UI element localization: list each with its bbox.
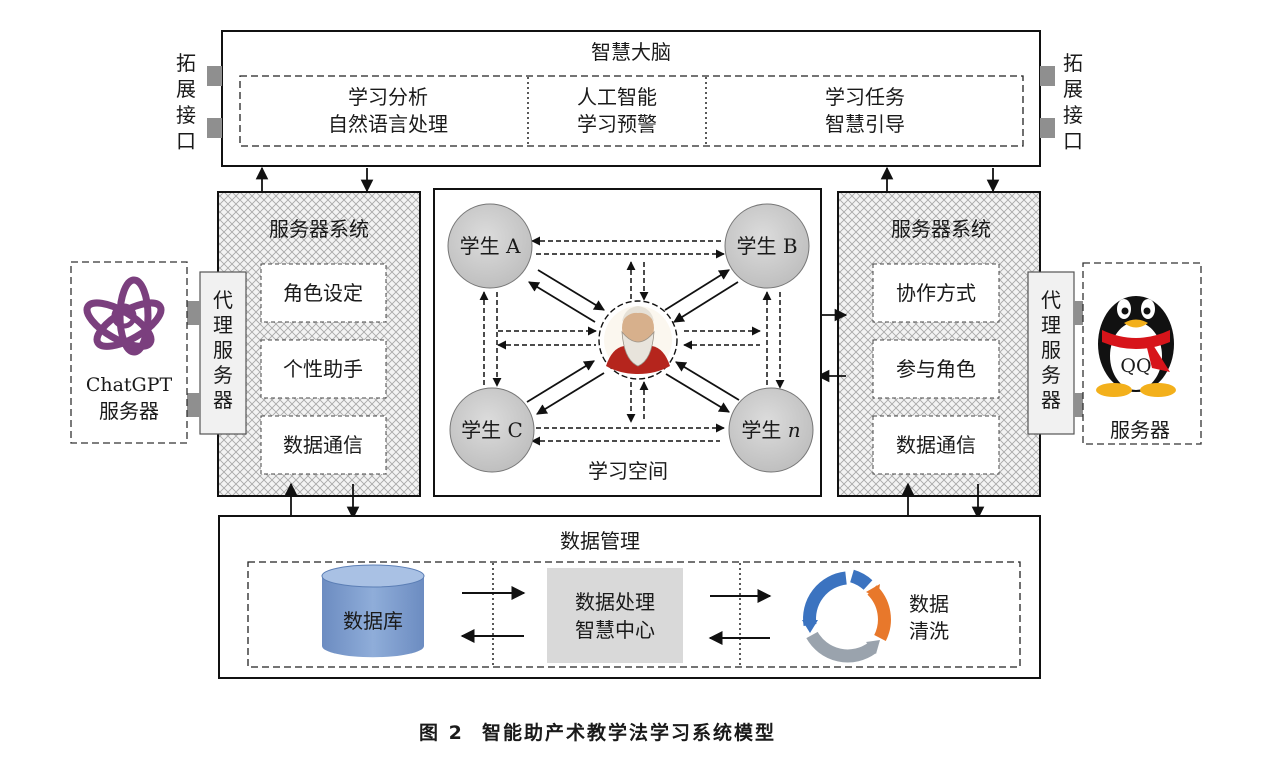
svg-text:口: 口	[176, 129, 196, 153]
proxy-server-right: 代 理 服 务 器	[1027, 271, 1087, 435]
svg-text:服: 服	[213, 338, 233, 362]
svg-text:接: 接	[176, 103, 196, 127]
database-label: 数据库	[343, 609, 403, 633]
student-c: 学生 C	[449, 387, 535, 473]
brain-learning-task: 学习任务	[825, 85, 905, 109]
brain-ai: 人工智能	[577, 85, 657, 109]
svg-text:代: 代	[1041, 288, 1061, 312]
smart-brain-title: 智慧大脑	[591, 40, 671, 64]
server-left-title: 服务器系统	[269, 217, 369, 241]
teacher-portrait-icon	[598, 300, 678, 380]
svg-text:器: 器	[1041, 388, 1061, 412]
extension-interface-right: 拓 展 接 口	[1040, 51, 1083, 153]
qq-badge: QQ	[1120, 355, 1151, 377]
svg-text:展: 展	[176, 77, 196, 101]
space-server-arrows	[816, 308, 848, 383]
data-cleaning-label-2: 清洗	[909, 619, 949, 643]
server-system-right: 服务器系统 协作方式 参与角色 数据通信	[837, 191, 1041, 497]
data-management-panel: 数据管理 数据库 数据处理 智慧中心	[218, 515, 1041, 679]
data-cleaning-icon	[802, 569, 891, 663]
data-processing-center: 数据处理 智慧中心	[547, 568, 683, 663]
svg-text:数据处理: 数据处理	[575, 590, 655, 614]
brain-early-warning: 学习预警	[577, 112, 657, 136]
student-b: 学生 B	[724, 203, 810, 289]
brain-smart-guidance: 智慧引导	[825, 112, 905, 136]
chatgpt-server-label: 服务器	[99, 399, 159, 423]
personal-assistant: 个性助手	[283, 357, 363, 381]
brain-server-arrows	[255, 166, 1000, 193]
participant-role: 参与角色	[896, 357, 976, 381]
database-icon: 数据库	[321, 564, 425, 658]
svg-text:展: 展	[1063, 77, 1083, 101]
student-n: 学生 n	[728, 387, 814, 473]
svg-text:学生 C: 学生 C	[461, 418, 523, 442]
brain-learning-analysis: 学习分析	[348, 85, 428, 109]
data-communication-right: 数据通信	[896, 433, 976, 457]
learning-space-title: 学习空间	[588, 459, 668, 483]
figure-title: 智能助产术教学法学习系统模型	[482, 721, 776, 744]
smart-brain-panel: 智慧大脑 学习分析 自然语言处理 人工智能 学习预警 学习任务 智慧引导	[221, 30, 1041, 167]
data-communication-left: 数据通信	[283, 433, 363, 457]
svg-text:理: 理	[213, 313, 233, 337]
collaboration-mode: 协作方式	[896, 281, 976, 305]
openai-logo-icon	[83, 276, 165, 356]
qq-server-label: 服务器	[1110, 418, 1170, 442]
svg-text:学生 n: 学生 n	[741, 418, 800, 442]
server-data-arrows	[284, 482, 985, 520]
svg-text:学生 B: 学生 B	[736, 234, 797, 258]
svg-text:务: 务	[1041, 363, 1061, 387]
svg-text:口: 口	[1063, 129, 1083, 153]
extension-interface-left: 拓 展 接 口	[176, 51, 222, 153]
svg-text:器: 器	[213, 388, 233, 412]
svg-text:务: 务	[213, 363, 233, 387]
svg-text:接: 接	[1063, 103, 1083, 127]
student-a: 学生 A	[447, 203, 533, 289]
chatgpt-label: ChatGPT	[86, 374, 173, 396]
figure-caption: 图 2 智能助产术教学法学习系统模型	[419, 721, 776, 744]
brain-nlp: 自然语言处理	[328, 112, 448, 136]
svg-text:学生 A: 学生 A	[460, 234, 521, 258]
svg-text:拓: 拓	[1063, 51, 1083, 75]
proxy-server-left: 代 理 服 务 器	[186, 271, 247, 435]
qq-server: QQ 服务器	[1082, 262, 1202, 445]
data-cleaning-label-1: 数据	[909, 592, 949, 616]
chatgpt-server: ChatGPT 服务器	[70, 261, 188, 444]
server-system-left: 服务器系统 角色设定 个性助手 数据通信	[217, 191, 421, 497]
learning-space-panel: 学习空间	[433, 188, 822, 497]
figure-number: 图 2	[419, 722, 464, 744]
svg-text:智慧中心: 智慧中心	[575, 618, 655, 642]
svg-text:拓: 拓	[176, 51, 196, 75]
svg-text:服: 服	[1041, 338, 1061, 362]
server-right-title: 服务器系统	[891, 217, 991, 241]
data-management-title: 数据管理	[560, 529, 640, 553]
svg-text:代: 代	[213, 288, 233, 312]
svg-text:理: 理	[1041, 313, 1061, 337]
qq-penguin-icon	[1096, 296, 1176, 397]
role-setting: 角色设定	[283, 281, 363, 305]
